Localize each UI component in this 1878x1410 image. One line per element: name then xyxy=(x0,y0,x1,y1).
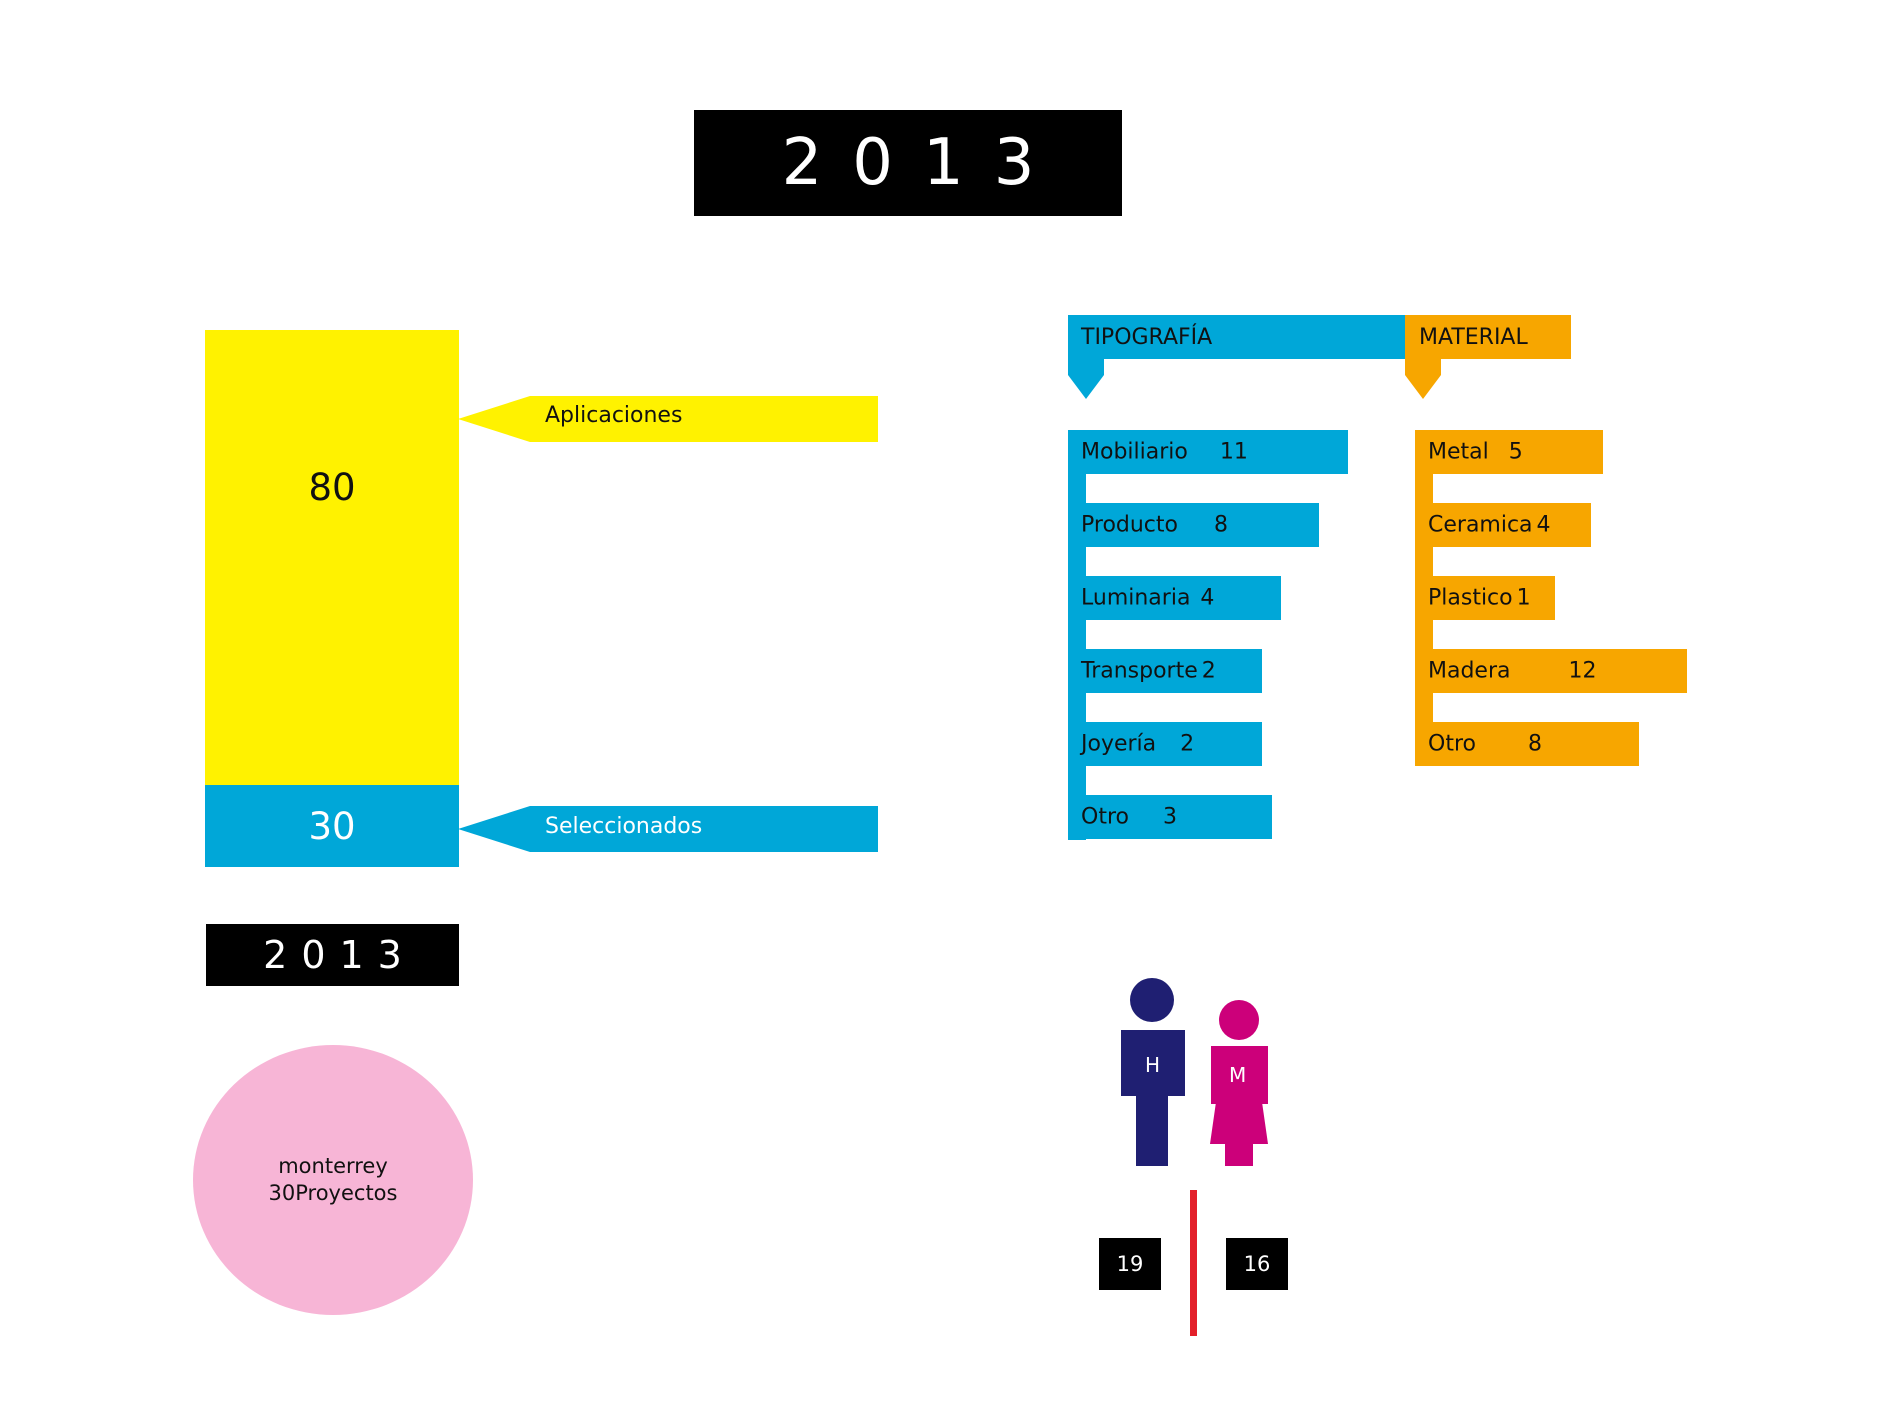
material-category: Metal xyxy=(1428,439,1489,465)
material-value: 8 xyxy=(1527,731,1542,757)
material-category: Otro xyxy=(1428,731,1476,757)
location-city: monterrey xyxy=(278,1154,388,1178)
typography-title: TIPOGRAFÍA xyxy=(1081,325,1213,350)
material-category: Plastico xyxy=(1428,585,1513,611)
typography-category: Otro xyxy=(1081,804,1129,830)
applications-value: 80 xyxy=(308,466,356,509)
typography-value: 3 xyxy=(1162,804,1177,830)
material-value: 5 xyxy=(1508,439,1523,465)
men-count: 19 xyxy=(1099,1238,1161,1290)
man-icon xyxy=(1121,978,1185,1166)
material-category: Madera xyxy=(1428,658,1511,684)
applications-bar: 80 xyxy=(205,330,459,785)
applications-label: Aplicaciones xyxy=(545,403,683,428)
material-bar: Metal 5 xyxy=(1415,430,1603,474)
man-symbol: H xyxy=(1145,1053,1161,1077)
location-circle: monterrey 30Proyectos xyxy=(193,1045,473,1315)
material-bar: Madera 12 xyxy=(1415,649,1687,693)
material-value: 4 xyxy=(1536,512,1551,538)
material-bar: Otro 8 xyxy=(1415,722,1639,766)
typography-value: 2 xyxy=(1201,658,1216,684)
selected-callout xyxy=(458,806,878,852)
typography-category: Transporte xyxy=(1081,658,1198,684)
gender-divider xyxy=(1190,1190,1197,1336)
typography-bar: Mobiliario 11 xyxy=(1068,430,1348,474)
typography-bar: Luminaria 4 xyxy=(1068,576,1281,620)
material-value: 12 xyxy=(1568,658,1597,684)
typography-spine xyxy=(1068,430,1086,840)
typography-category: Producto xyxy=(1081,512,1178,538)
typography-category: Joyería xyxy=(1081,731,1157,757)
typography-value: 8 xyxy=(1214,512,1228,538)
material-category: Ceramica xyxy=(1428,512,1533,538)
category-header-bar xyxy=(1068,315,1571,399)
typography-value: 11 xyxy=(1219,439,1248,465)
typography-bar: Joyería 2 xyxy=(1068,722,1262,766)
applications-callout xyxy=(458,396,878,442)
selected-value: 30 xyxy=(308,804,356,848)
woman-symbol: M xyxy=(1229,1063,1247,1087)
location-projects: 30Proyectos xyxy=(268,1181,398,1205)
selected-bar: 30 xyxy=(205,785,459,867)
typography-category: Luminaria xyxy=(1081,585,1191,611)
material-value: 1 xyxy=(1516,585,1531,611)
typography-value: 2 xyxy=(1180,731,1195,757)
typography-bar: Producto 8 xyxy=(1068,503,1319,547)
woman-icon xyxy=(1210,1000,1268,1166)
typography-category: Mobiliario xyxy=(1081,439,1188,465)
year-small: 2013 xyxy=(206,924,459,986)
women-count: 16 xyxy=(1226,1238,1288,1290)
material-title: MATERIAL xyxy=(1419,325,1528,350)
typography-value: 4 xyxy=(1200,585,1215,611)
year-title: 2013 xyxy=(694,110,1122,216)
typography-bar: Otro 3 xyxy=(1068,795,1272,839)
selected-label: Seleccionados xyxy=(545,814,703,839)
